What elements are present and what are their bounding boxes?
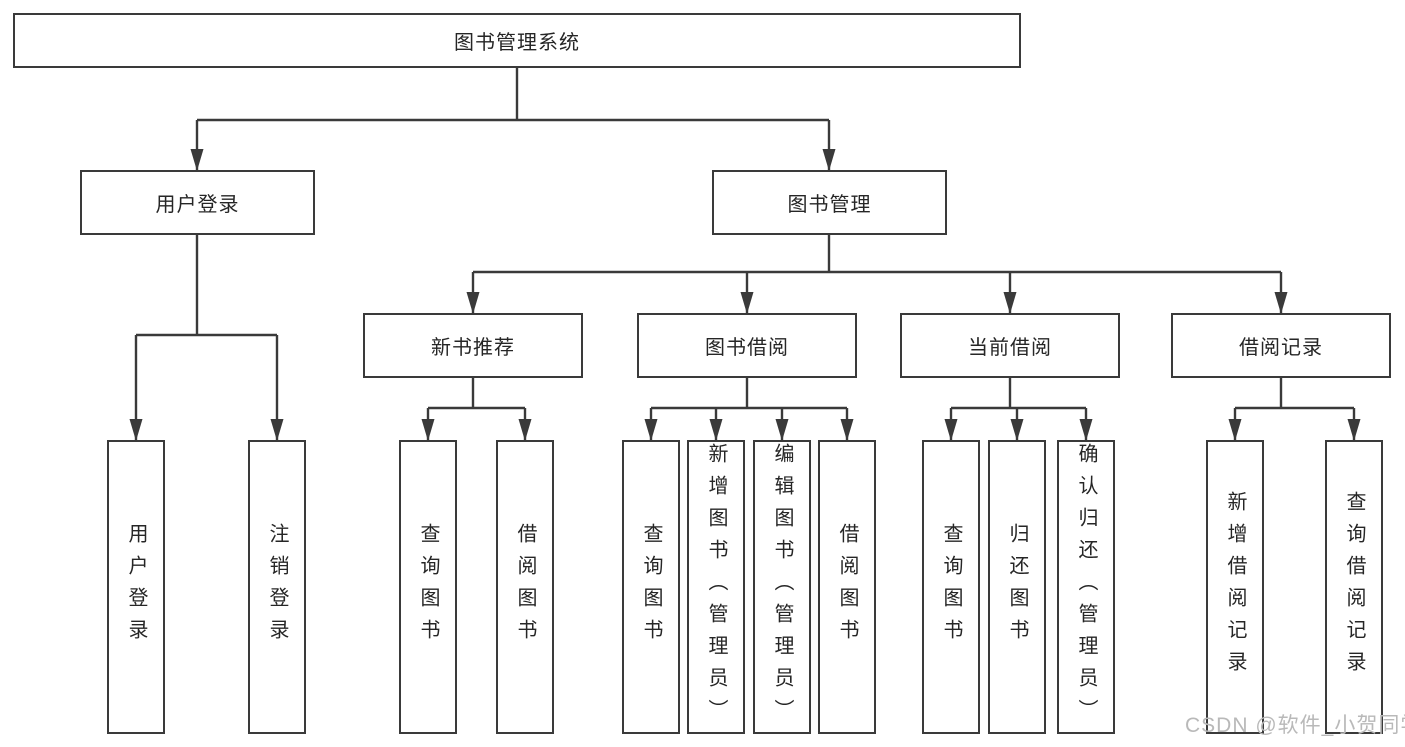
node-label: 借阅记录 [1239, 337, 1323, 359]
connectors-current-borrow [944, 378, 1093, 441]
node-user-login: 用户登录 [80, 170, 315, 235]
connector-line [951, 378, 1086, 410]
node-label: 确认归还（管理员） [1075, 443, 1097, 731]
node-label: 图书管理 [787, 194, 872, 216]
node-label: 新增图书（管理员） [705, 443, 727, 731]
connector-line [1235, 378, 1354, 410]
connectors-new-book [421, 378, 532, 441]
connector-line [473, 235, 1281, 274]
leaf-newbook-borrow: 借阅图书 [496, 440, 554, 734]
leaf-newbook-query: 查询图书 [399, 440, 457, 734]
node-label: 归还图书 [1006, 523, 1028, 651]
connectors-book-management [466, 235, 1288, 314]
connectors-book-borrow [644, 378, 854, 441]
connector-line [197, 68, 829, 122]
node-label: 查询图书 [640, 523, 662, 651]
node-label: 当前借阅 [968, 337, 1052, 359]
leaf-borrow-query: 查询图书 [622, 440, 680, 734]
connectors-root [190, 68, 836, 171]
node-label: 用户登录 [155, 194, 240, 216]
node-book-management: 图书管理 [712, 170, 947, 235]
node-label: 查询借阅记录 [1343, 491, 1365, 683]
leaf-user-login: 用户登录 [107, 440, 165, 734]
node-library-system: 图书管理系统 [13, 13, 1021, 68]
connector-line [651, 378, 847, 410]
node-current-borrow: 当前借阅 [900, 313, 1120, 378]
node-label: 查询图书 [417, 523, 439, 651]
node-label: 新增借阅记录 [1224, 491, 1246, 683]
node-new-book-recommend: 新书推荐 [363, 313, 583, 378]
node-label: 借阅图书 [836, 523, 858, 651]
leaf-borrow-edit-admin: 编辑图书（管理员） [753, 440, 811, 734]
watermark: CSDN @软件_小贺同学 [1185, 714, 1405, 737]
leaf-borrow-book: 借阅图书 [818, 440, 876, 734]
connectors-borrow-record [1228, 378, 1361, 441]
leaf-current-query: 查询图书 [922, 440, 980, 734]
node-label: 注销登录 [266, 523, 288, 651]
node-label: 图书借阅 [705, 337, 789, 359]
connector-line [136, 235, 277, 337]
leaf-logout: 注销登录 [248, 440, 306, 734]
leaf-current-return: 归还图书 [988, 440, 1046, 734]
node-label: 编辑图书（管理员） [771, 443, 793, 731]
node-label: 图书管理系统 [454, 32, 580, 54]
connectors-user-login [129, 235, 284, 441]
node-label: 用户登录 [125, 523, 147, 651]
leaf-current-confirm-admin: 确认归还（管理员） [1057, 440, 1115, 734]
node-label: 查询图书 [940, 523, 962, 651]
node-label: 新书推荐 [431, 337, 515, 359]
connector-line [428, 378, 525, 410]
leaf-record-query: 查询借阅记录 [1325, 440, 1383, 734]
node-book-borrow: 图书借阅 [637, 313, 857, 378]
leaf-borrow-add-admin: 新增图书（管理员） [687, 440, 745, 734]
node-borrow-record: 借阅记录 [1171, 313, 1391, 378]
node-label: 借阅图书 [514, 523, 536, 651]
leaf-record-add: 新增借阅记录 [1206, 440, 1264, 734]
